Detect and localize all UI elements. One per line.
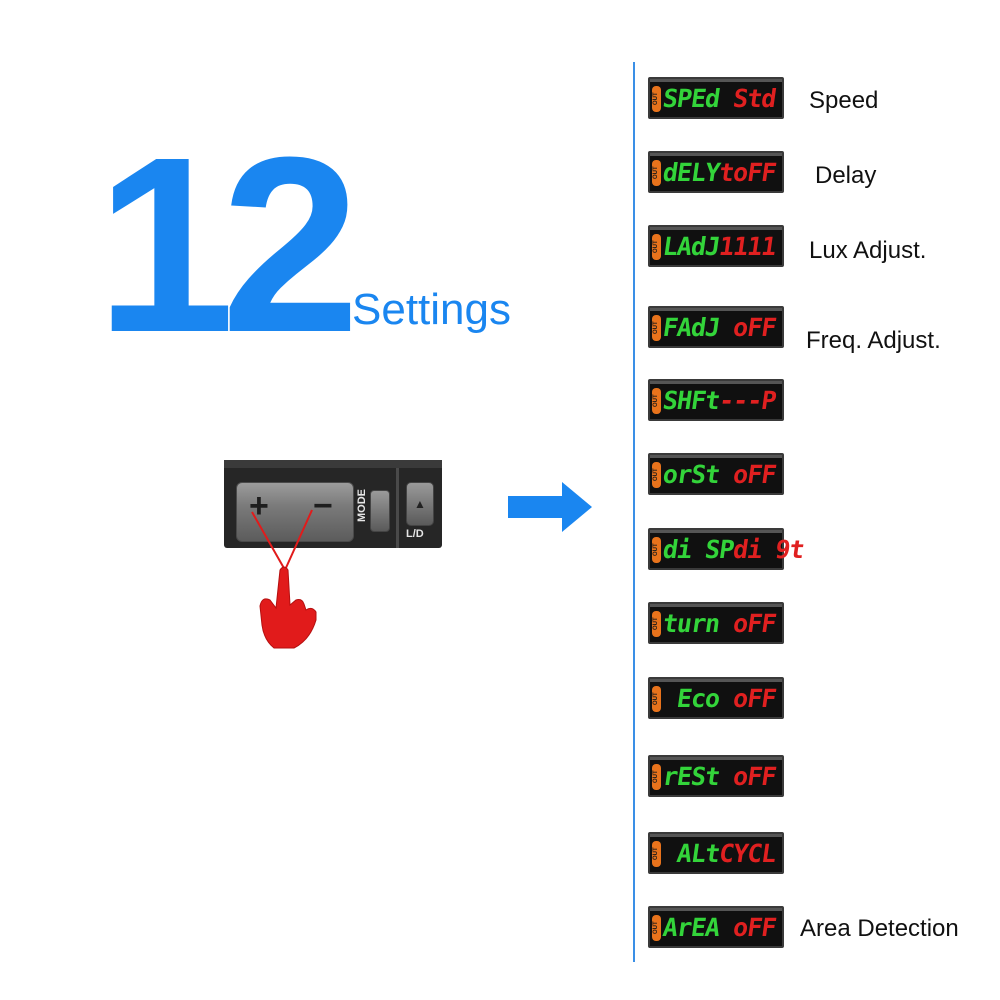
out-indicator: OUT xyxy=(652,611,661,637)
lcd-frame xyxy=(650,455,782,458)
minus-icon: − xyxy=(313,487,333,525)
lcd-frame xyxy=(650,757,782,760)
lcd-frame xyxy=(650,530,782,533)
setting-label: Area Detection xyxy=(800,915,959,942)
lcd-frame xyxy=(650,604,782,607)
lcd-parameter: SPEd xyxy=(661,84,722,113)
setting-label: Lux Adjust. xyxy=(809,237,927,264)
lcd-segments: ALtCYCL xyxy=(661,838,778,870)
sensor-control-panel: + − MODE ▲ L/D xyxy=(224,460,442,548)
out-indicator: OUT xyxy=(652,86,661,112)
panel-divider xyxy=(396,468,399,548)
lcd-value: oFF xyxy=(717,913,778,942)
lcd-display: OUT Eco oFF xyxy=(648,677,784,719)
lcd-value: oFF xyxy=(717,460,778,489)
out-indicator: OUT xyxy=(652,841,661,867)
lcd-segments: SPEd Std xyxy=(661,83,778,115)
out-indicator: OUT xyxy=(652,915,661,941)
lcd-frame xyxy=(650,153,782,156)
lcd-parameter: Eco xyxy=(661,684,722,713)
settings-title: Settings xyxy=(352,285,511,334)
lcd-segments: LAdJ1111 xyxy=(661,231,778,263)
lcd-segments: rESt oFF xyxy=(661,761,778,793)
settings-count: 12 xyxy=(96,105,360,384)
lcd-segments: di SPdi 9t xyxy=(661,534,806,566)
lcd-parameter: FAdJ xyxy=(661,313,722,342)
lcd-value: di 9t xyxy=(731,535,806,564)
pointing-hand-icon xyxy=(251,509,317,649)
lcd-parameter: rESt xyxy=(661,762,722,791)
mode-button[interactable] xyxy=(370,490,390,532)
lcd-value: oFF xyxy=(717,609,778,638)
out-indicator: OUT xyxy=(652,315,661,341)
lcd-frame xyxy=(650,908,782,911)
lcd-segments: FAdJ oFF xyxy=(661,312,778,344)
lcd-frame xyxy=(650,381,782,384)
out-indicator: OUT xyxy=(652,160,661,186)
lcd-frame xyxy=(650,679,782,682)
lcd-value: ---P xyxy=(717,386,778,415)
lcd-value: CYCL xyxy=(717,839,778,868)
setting-label: Speed xyxy=(809,87,879,114)
lcd-parameter: di SP xyxy=(661,535,736,564)
ld-label: L/D xyxy=(406,528,424,540)
out-indicator: OUT xyxy=(652,764,661,790)
lcd-segments: ArEA oFF xyxy=(661,912,778,944)
lcd-segments: orSt oFF xyxy=(661,459,778,491)
lcd-value: oFF xyxy=(717,313,778,342)
lcd-frame xyxy=(650,79,782,82)
panel-ridge xyxy=(224,460,442,468)
lcd-value: oFF xyxy=(717,684,778,713)
lcd-parameter: SHFt xyxy=(661,386,722,415)
lcd-parameter: ALt xyxy=(661,839,722,868)
lcd-parameter: dELY xyxy=(661,158,722,187)
vertical-divider xyxy=(633,62,635,962)
lcd-value: oFF xyxy=(717,762,778,791)
lcd-segments: dELYtoFF xyxy=(661,157,778,189)
lcd-frame xyxy=(650,227,782,230)
out-indicator: OUT xyxy=(652,537,661,563)
lcd-segments: SHFt---P xyxy=(661,385,778,417)
ld-button[interactable]: ▲ xyxy=(406,482,434,526)
setting-label: Delay xyxy=(815,162,877,189)
mode-label: MODE xyxy=(356,489,368,523)
lcd-frame xyxy=(650,834,782,837)
lcd-segments: Eco oFF xyxy=(661,683,778,715)
arrow-right-icon xyxy=(508,482,592,532)
out-indicator: OUT xyxy=(652,234,661,260)
lcd-parameter: turn xyxy=(661,609,722,638)
lcd-display: OUT ALtCYCL xyxy=(648,832,784,874)
lcd-value: Std xyxy=(717,84,778,113)
lcd-frame xyxy=(650,308,782,311)
out-indicator: OUT xyxy=(652,388,661,414)
lcd-parameter: LAdJ xyxy=(661,232,722,261)
lcd-segments: turn oFF xyxy=(661,608,778,640)
out-indicator: OUT xyxy=(652,686,661,712)
lcd-value: 1111 xyxy=(717,232,778,261)
setting-label: Freq. Adjust. xyxy=(806,327,941,354)
out-indicator: OUT xyxy=(652,462,661,488)
lcd-parameter: orSt xyxy=(661,460,722,489)
triangle-up-icon: ▲ xyxy=(414,497,426,511)
lcd-parameter: ArEA xyxy=(661,913,722,942)
plus-minus-button[interactable]: + − xyxy=(236,482,354,542)
lcd-value: toFF xyxy=(717,158,778,187)
